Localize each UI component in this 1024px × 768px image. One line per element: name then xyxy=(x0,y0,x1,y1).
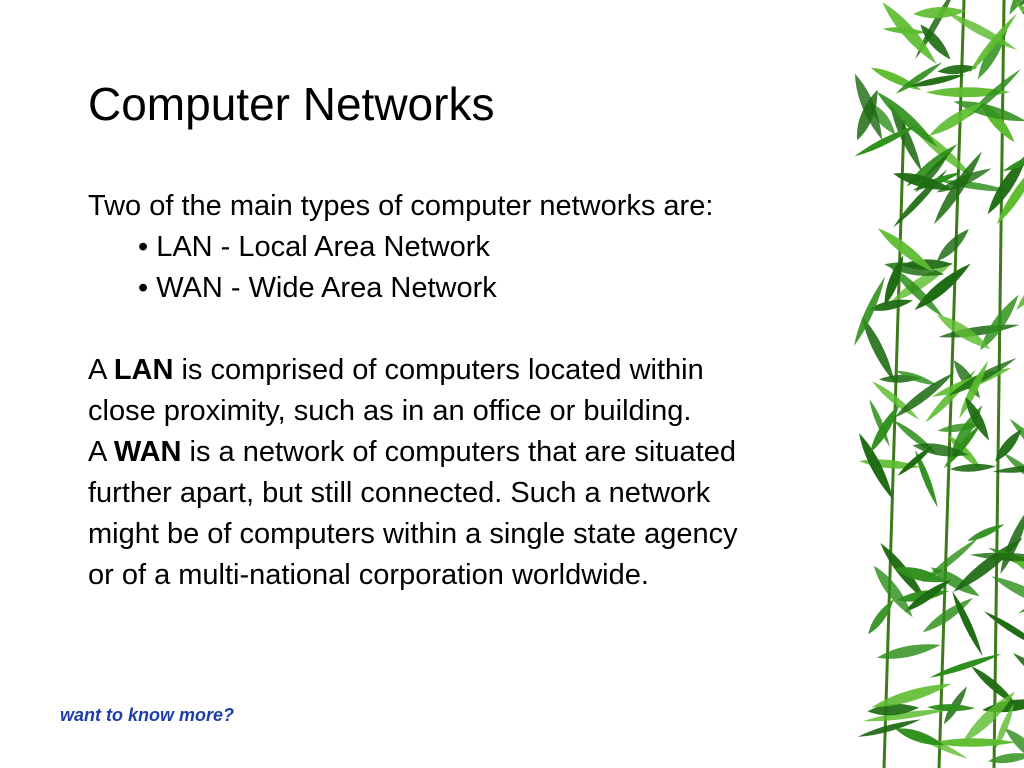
bamboo-leaves-icon xyxy=(854,0,1024,768)
bamboo-leaf xyxy=(937,64,978,75)
bamboo-leaf xyxy=(870,102,896,135)
wan-paragraph-line-2: further apart, but still connected. Such… xyxy=(88,477,711,509)
bamboo-leaf xyxy=(880,543,927,602)
lan-paragraph-line-1: A LAN is comprised of computers located … xyxy=(88,350,878,391)
bamboo-leaf xyxy=(889,265,944,318)
paragraph-spacer xyxy=(88,309,878,350)
bamboo-leaf xyxy=(1009,0,1024,15)
bamboo-leaf xyxy=(868,299,914,311)
bamboo-leaf xyxy=(929,653,1002,678)
bamboo-leaf xyxy=(927,704,976,712)
bamboo-leaf xyxy=(882,2,937,65)
wan-paragraph-line-1: A WAN is a network of computers that are… xyxy=(88,432,878,473)
bamboo-leaf xyxy=(897,445,934,476)
bamboo-leaf xyxy=(995,429,1022,462)
bamboo-leaf xyxy=(893,173,953,190)
bamboo-leaf xyxy=(996,162,1024,225)
bamboo-leaf xyxy=(912,443,969,457)
bullet-lan: • LAN - Local Area Network xyxy=(138,231,490,263)
bamboo-leaf xyxy=(992,465,1024,473)
bamboo-leaf xyxy=(857,719,922,737)
bamboo-leaf xyxy=(983,611,1024,652)
bamboo-leaf xyxy=(965,397,990,441)
bamboo-leaf xyxy=(967,524,1005,542)
bamboo-leaf xyxy=(969,13,1017,74)
bamboo-leaf xyxy=(904,579,952,613)
bamboo-leaf xyxy=(931,738,1017,747)
bamboo-leaf xyxy=(877,228,935,273)
bamboo-leaf xyxy=(995,703,1014,749)
bamboo-leaf xyxy=(933,151,983,225)
wan-term: WAN xyxy=(113,436,182,468)
bamboo-leaf xyxy=(937,229,969,262)
bamboo-stem-0 xyxy=(937,0,966,768)
bamboo-leaf xyxy=(1008,553,1024,585)
bamboo-leaf xyxy=(1002,148,1024,172)
bamboo-leaf xyxy=(971,666,1018,706)
bamboo-leaf xyxy=(854,124,919,157)
bamboo-leaf xyxy=(987,153,1024,215)
bamboo-leaf xyxy=(991,576,1024,613)
bamboo-leaf xyxy=(873,565,913,618)
bamboo-leaf xyxy=(929,102,984,136)
bamboo-leaf xyxy=(895,62,943,94)
bamboo-leaf xyxy=(987,753,1024,764)
bamboo-leaf xyxy=(937,314,991,350)
slide-body: Two of the main types of computer networ… xyxy=(88,186,878,596)
lan-line1-rest: is comprised of computers located within xyxy=(173,354,704,386)
bamboo-leaf xyxy=(893,567,948,583)
bamboo-leaf xyxy=(950,463,996,472)
bamboo-leaf xyxy=(884,255,904,306)
bamboo-leaf xyxy=(1004,728,1024,768)
bamboo-leaf xyxy=(1003,452,1024,492)
intro-text: Two of the main types of computer networ… xyxy=(88,190,714,222)
bamboo-leaf xyxy=(930,567,980,597)
bamboo-stem-2 xyxy=(882,119,906,768)
bamboo-leaf xyxy=(896,370,938,386)
bamboo-leaf xyxy=(894,372,954,418)
bamboo-leaf xyxy=(962,691,1016,743)
bamboo-leaf xyxy=(913,7,967,19)
bamboo-leaf xyxy=(943,423,982,469)
bamboo-leaf xyxy=(952,591,983,657)
bamboo-leaf xyxy=(914,263,971,311)
bamboo-leaf xyxy=(889,102,922,173)
lan-paragraph-line-2: close proximity, such as in an office or… xyxy=(88,395,692,427)
bamboo-leaf xyxy=(871,683,952,708)
bamboo-leaf xyxy=(915,0,957,60)
bamboo-leaf xyxy=(915,449,938,508)
bullet-wan: • WAN - Wide Area Network xyxy=(138,272,497,304)
bamboo-leaf xyxy=(980,294,1019,351)
bamboo-leaf xyxy=(894,728,945,746)
bamboo-leaf xyxy=(862,709,951,722)
wan-paragraph-line-3: might be of computers within a single st… xyxy=(88,518,738,550)
bamboo-leaf xyxy=(854,276,886,346)
bamboo-leaf xyxy=(870,404,900,453)
lan-term: LAN xyxy=(113,354,174,386)
bamboo-leaf xyxy=(872,381,920,420)
slide-title: Computer Networks xyxy=(88,78,495,130)
bamboo-leaf xyxy=(862,316,895,383)
bamboo-leaf xyxy=(859,433,894,501)
lan-prefix: A xyxy=(88,354,114,386)
wan-paragraph-line-4: or of a multi-national corporation world… xyxy=(88,559,649,591)
bamboo-leaf xyxy=(969,552,1024,562)
bamboo-leaf xyxy=(868,599,894,635)
bamboo-leaf xyxy=(909,74,966,87)
wan-line1-rest: is a network of computers that are situa… xyxy=(181,436,736,468)
want-to-know-more-link[interactable]: want to know more? xyxy=(60,705,235,725)
bamboo-leaf xyxy=(947,12,1018,51)
bamboo-leaf xyxy=(854,73,883,141)
bamboo-leaf xyxy=(876,644,941,659)
wan-prefix: A xyxy=(88,436,114,468)
bamboo-leaf xyxy=(920,24,951,60)
bamboo-leaf xyxy=(876,91,938,148)
